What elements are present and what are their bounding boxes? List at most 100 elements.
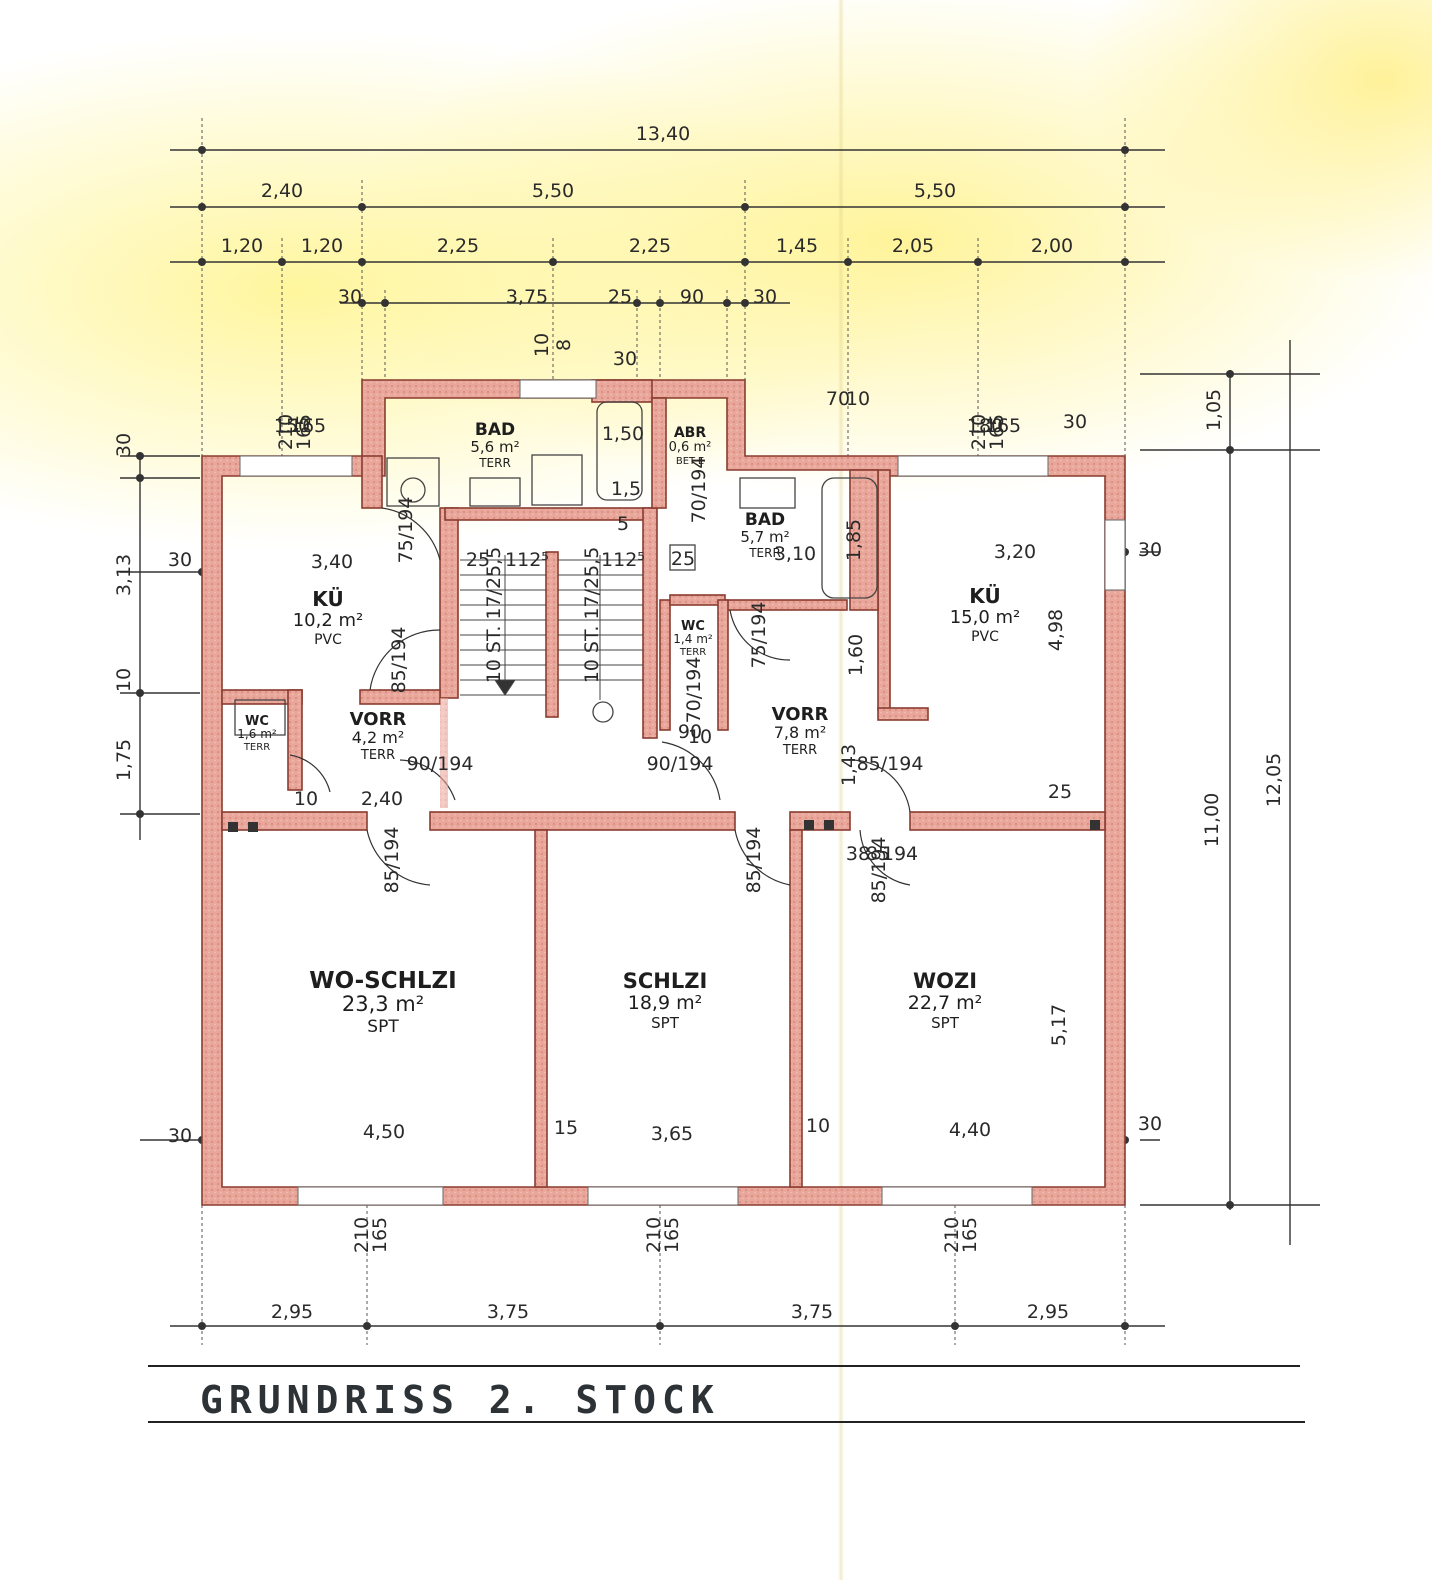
door-swings: [289, 507, 911, 886]
misc-dim-label: 70: [826, 388, 850, 410]
door-size-label: 75/194: [748, 602, 770, 669]
room-floor: SPT: [651, 1014, 680, 1032]
room-floor: TERR: [782, 743, 817, 758]
door-size-label: 70/194: [688, 457, 710, 524]
misc-dim-label: 30: [613, 348, 637, 370]
misc-dim-label: 25: [466, 549, 490, 571]
dim-top-row2: 2,25: [437, 235, 479, 257]
room-dim-wozi-depth: 5,17: [1048, 1004, 1070, 1046]
misc-dim-label: 5: [617, 513, 629, 535]
dim-top-row2: 1,20: [301, 235, 343, 257]
dim-window-sill: 210: [351, 1217, 373, 1253]
misc-dim-label: 1,5: [611, 478, 641, 500]
room-area: 1,4 m²: [673, 632, 713, 646]
dim-left: 1,75: [113, 739, 135, 781]
misc-dim-label: 30: [168, 1125, 192, 1147]
dim-right-outer: 12,05: [1263, 753, 1285, 807]
dim-top-row3: 3,75: [506, 286, 548, 308]
room-floor: PVC: [314, 632, 342, 648]
dim-bottom-row: 3,75: [487, 1301, 529, 1323]
room-area: 15,0 m²: [950, 607, 1021, 628]
room-dim-ku-right-depth: 4,98: [1045, 609, 1067, 651]
room-name: KÜ: [969, 584, 1000, 608]
room-name: VORR: [772, 704, 829, 725]
misc-dim-label: 180: [967, 415, 1003, 437]
door-size-label: 75/194: [395, 497, 417, 564]
misc-dim-label: 112⁵: [505, 549, 549, 571]
room-name: WC: [681, 619, 705, 634]
chimney-flues: [228, 820, 1100, 832]
door-size-label: 70/194: [683, 657, 705, 724]
room-dim-vorr-right-small: 1,43: [838, 744, 860, 786]
dim-top-row2: 1,20: [221, 235, 263, 257]
dim-top-row3: 90: [680, 286, 704, 308]
misc-dim-label: 1,50: [602, 423, 644, 445]
drawing-title: GRUNDRISS 2. STOCK: [200, 1378, 720, 1422]
dim-window-height: 165: [369, 1217, 391, 1253]
misc-dim-label: 15: [554, 1117, 578, 1139]
room-area: 0,6 m²: [669, 440, 712, 455]
dim-top-row2: 2,00: [1031, 235, 1073, 257]
windows: [239, 379, 1126, 1206]
dim-window-sill: 210: [275, 414, 297, 450]
misc-dim-label: 25: [671, 548, 695, 570]
room-area: 22,7 m²: [908, 992, 982, 1014]
room-name: VORR: [350, 709, 407, 730]
misc-dim-label: 150: [274, 415, 310, 437]
room-name: ABR: [674, 425, 707, 441]
dim-window-sill: 210: [968, 414, 990, 450]
dim-window-height: 165: [661, 1217, 683, 1253]
dim-window-sill: 210: [941, 1217, 963, 1253]
door-size-label: 85/194: [868, 837, 890, 904]
door-size-label: 90/194: [407, 753, 474, 775]
room-area: 5,6 m²: [470, 438, 519, 456]
door-size-label: 85/194: [743, 827, 765, 894]
room-name: WO-SCHLZI: [309, 968, 456, 994]
room-name: KÜ: [312, 587, 343, 611]
misc-dim-label: 10: [806, 1115, 830, 1137]
misc-dim-label: 165: [985, 415, 1021, 437]
misc-dim-label: 165: [290, 415, 326, 437]
room-dim-wozi-width: 4,40: [949, 1119, 991, 1141]
paper-fold-line: [838, 0, 844, 1580]
dim-window-height: 165: [986, 414, 1008, 450]
room-floor: TERR: [478, 456, 511, 470]
room-floor: PVC: [971, 629, 999, 645]
room-dim-ku-left-width: 3,40: [311, 551, 353, 573]
dim-top-row1: 2,40: [261, 180, 303, 202]
misc-dim-label: 112⁵: [601, 549, 645, 571]
dim-shaft-top: 10: [531, 333, 553, 357]
dim-top-row3: 25: [608, 286, 632, 308]
stair-label: 10 ST. 17/25,5: [483, 547, 505, 684]
dim-top-row2: 1,45: [776, 235, 818, 257]
misc-dim-label: 85: [866, 843, 890, 865]
dim-window-sill: 210: [643, 1217, 665, 1253]
dim-left: 3,13: [113, 554, 135, 596]
misc-dim-label: 194: [882, 843, 918, 865]
stair-label: 10 ST. 17/25,5: [581, 547, 603, 684]
room-area: 1,6 m²: [237, 727, 277, 741]
dim-top-row2: 2,05: [892, 235, 934, 257]
dim-top-total: 13,40: [636, 123, 690, 145]
room-floor: SPT: [931, 1014, 960, 1032]
dim-top-row3: 30: [338, 286, 362, 308]
room-dim-vorr-left-width: 2,40: [361, 788, 403, 810]
dim-bottom-row: 2,95: [271, 1301, 313, 1323]
room-name: WOZI: [913, 969, 977, 993]
room-area: 7,8 m²: [774, 723, 827, 742]
dim-left: 10: [113, 668, 135, 692]
dimension-dots: [136, 146, 1234, 1330]
misc-dim-label: 38: [846, 843, 870, 865]
room-dim-schlzi-width: 3,65: [651, 1123, 693, 1145]
